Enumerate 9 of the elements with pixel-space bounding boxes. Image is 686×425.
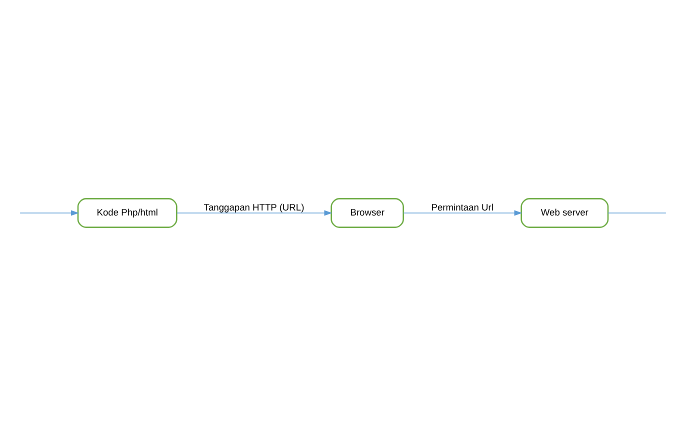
connector bbox=[608, 212, 666, 213]
arrow bbox=[403, 210, 522, 216]
edge-label: Tanggapan HTTP (URL) bbox=[204, 202, 304, 212]
arrow bbox=[20, 210, 79, 216]
node-box: Browser bbox=[330, 198, 404, 228]
edge-label: Permintaan Url bbox=[431, 202, 494, 212]
node-box: Web server bbox=[520, 198, 609, 228]
node-box: Kode Php/html bbox=[77, 198, 178, 228]
arrow bbox=[176, 210, 332, 216]
